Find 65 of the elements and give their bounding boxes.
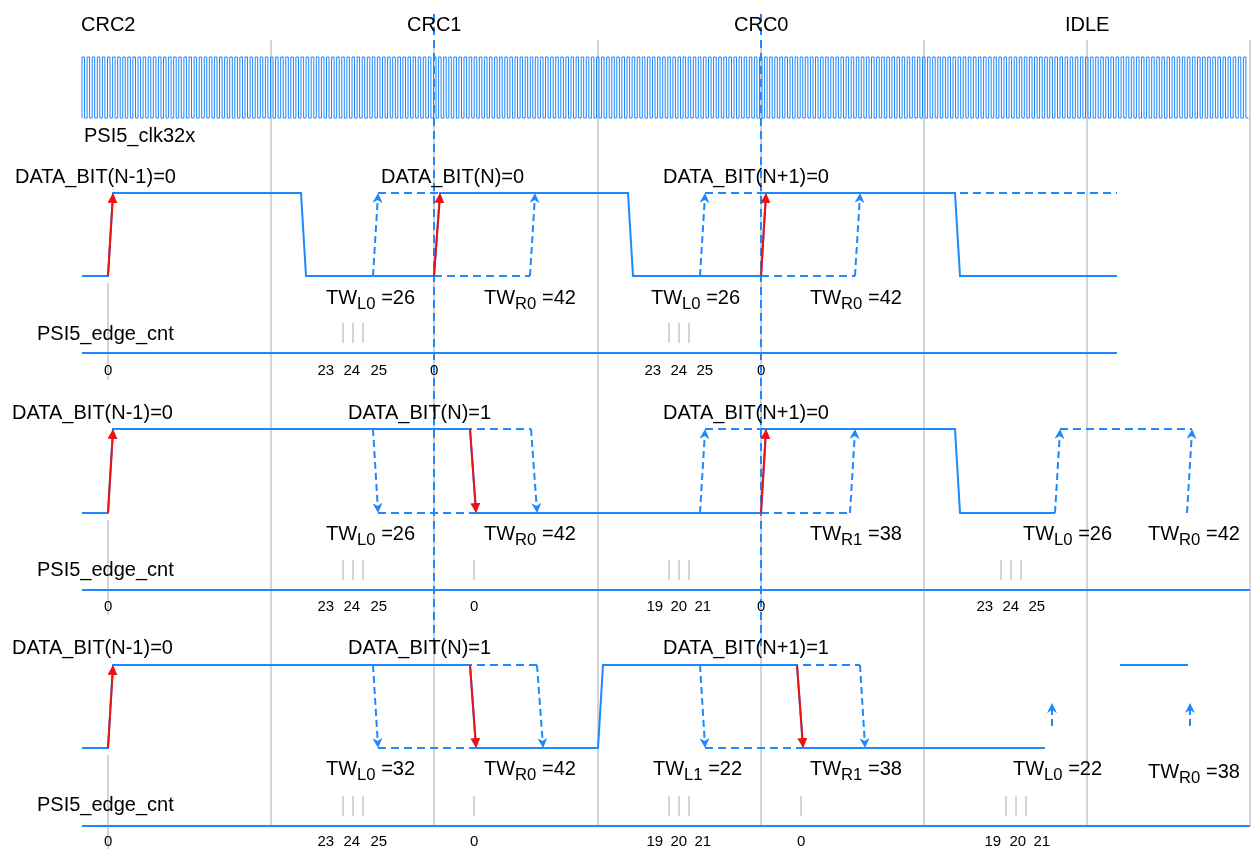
time-window-label: TW$_{L0}$ =22: [1013, 758, 1103, 784]
count-value: 0: [757, 597, 766, 613]
count-value: 23: [976, 597, 994, 613]
count-value: 23: [317, 597, 335, 613]
signal-name: PSI5_clk32x: [84, 125, 196, 145]
bit-value-label: DATA_BIT(N)=1: [348, 637, 492, 657]
state-label: IDLE: [1065, 14, 1110, 34]
time-window-label: TW$_{L0}$ =26: [1023, 523, 1113, 549]
count-value: 24: [1002, 597, 1020, 613]
count-value: 21: [694, 832, 712, 848]
count-value: 0: [104, 361, 113, 377]
count-value: 24: [343, 832, 361, 848]
count-value: 23: [644, 361, 662, 377]
count-value: 25: [370, 832, 388, 848]
count-value: 25: [696, 361, 714, 377]
count-value: 0: [797, 832, 806, 848]
time-window-label: TW$_{R0}$ =38: [1148, 761, 1240, 787]
count-value: 21: [694, 597, 712, 613]
time-window-label: TW$_{L0}$ =32: [326, 758, 416, 784]
count-value: 20: [670, 597, 688, 613]
time-window-label: TW$_{L0}$ =26: [326, 287, 416, 313]
count-value: 0: [757, 361, 766, 377]
count-value: 0: [430, 361, 439, 377]
count-value: 0: [104, 832, 113, 848]
time-window-label: TW$_{R0}$ =42: [484, 523, 576, 549]
bit-value-label: DATA_BIT(N+1)=0: [663, 402, 829, 422]
count-value: 19: [646, 832, 664, 848]
time-window-label: TW$_{R0}$ =42: [1148, 523, 1240, 549]
time-window-label: TW$_{R0}$ =42: [484, 758, 576, 784]
time-window-label: TW$_{R0}$ =42: [484, 287, 576, 313]
time-window-label: TW$_{L0}$ =26: [326, 523, 416, 549]
count-value: 19: [646, 597, 664, 613]
signal-name: PSI5_edge_cnt: [37, 794, 174, 814]
count-value: 21: [1033, 832, 1051, 848]
bit-value-label: DATA_BIT(N)=0: [381, 166, 525, 186]
count-value: 25: [370, 597, 388, 613]
time-window-label: TW$_{R1}$ =38: [810, 758, 902, 784]
count-value: 24: [670, 361, 688, 377]
bit-value-label: DATA_BIT(N+1)=1: [663, 637, 829, 657]
count-value: 0: [470, 832, 479, 848]
state-label: CRC2: [81, 14, 136, 34]
time-window-label: TW$_{L0}$ =26: [651, 287, 741, 313]
time-window-label: TW$_{L1}$ =22: [653, 758, 743, 784]
time-window-label: TW$_{R1}$ =38: [810, 523, 902, 549]
count-value: 0: [104, 597, 113, 613]
count-value: 20: [1009, 832, 1027, 848]
count-value: 0: [470, 597, 479, 613]
bit-value-label: DATA_BIT(N-1)=0: [12, 637, 173, 657]
state-label: CRC1: [407, 14, 462, 34]
bit-value-label: DATA_BIT(N-1)=0: [12, 402, 173, 422]
bit-value-label: DATA_BIT(N)=1: [348, 402, 492, 422]
count-value: 23: [317, 361, 335, 377]
signal-name: PSI5_edge_cnt: [37, 559, 174, 579]
count-value: 25: [1028, 597, 1046, 613]
count-value: 24: [343, 361, 361, 377]
bit-value-label: DATA_BIT(N-1)=0: [15, 166, 176, 186]
count-value: 19: [984, 832, 1002, 848]
state-label: CRC0: [734, 14, 789, 34]
count-value: 24: [343, 597, 361, 613]
bit-value-label: DATA_BIT(N+1)=0: [663, 166, 829, 186]
count-value: 25: [370, 361, 388, 377]
signal-name: PSI5_edge_cnt: [37, 323, 174, 343]
time-window-label: TW$_{R0}$ =42: [810, 287, 902, 313]
count-value: 23: [317, 832, 335, 848]
count-value: 20: [670, 832, 688, 848]
